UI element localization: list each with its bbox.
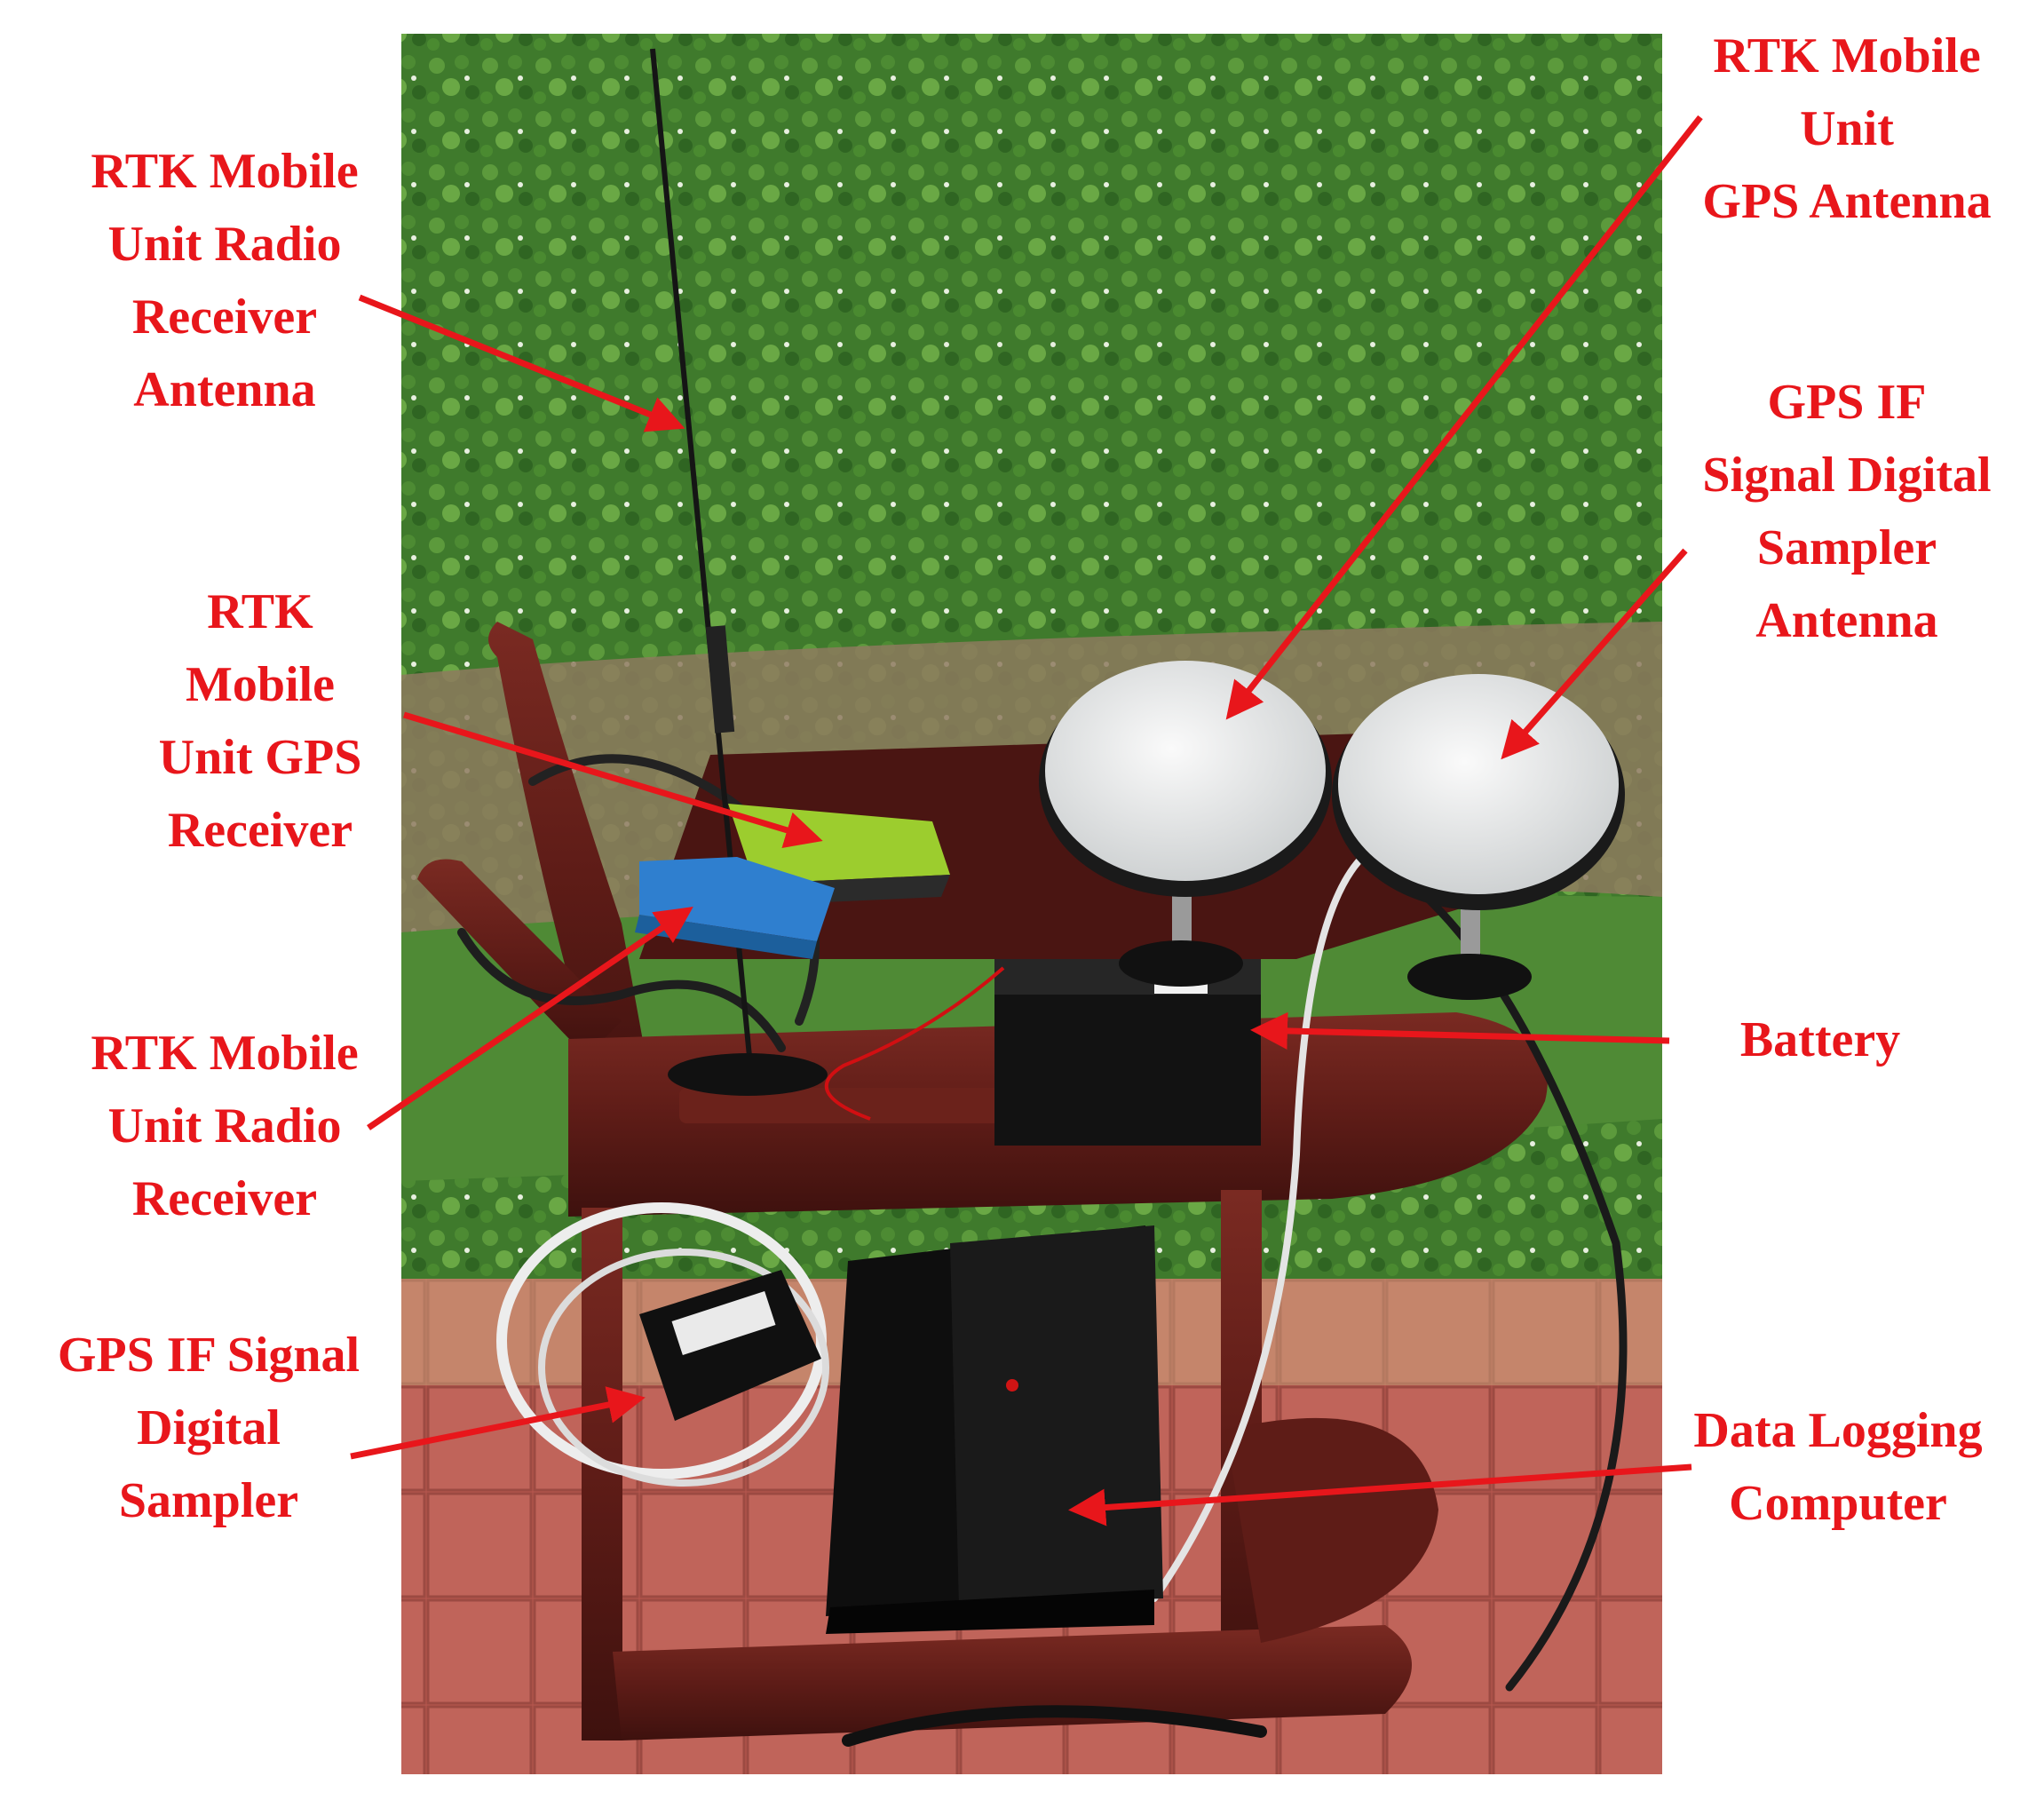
label-line: Unit GPS: [158, 730, 362, 785]
label-line: Unit: [1800, 101, 1894, 156]
label-line: Computer: [1729, 1476, 1947, 1531]
label-line: Antenna: [133, 362, 316, 417]
label-line: GPS IF Signal: [57, 1328, 360, 1383]
label-line: Sampler: [118, 1473, 299, 1528]
label-line: RTK Mobile: [91, 1026, 359, 1081]
label-line: Data Logging: [1693, 1403, 1983, 1458]
arrow-gps-antenna: [1225, 115, 1703, 720]
label-line: GPS Antenna: [1702, 174, 1992, 229]
label-line: RTK Mobile: [91, 144, 359, 199]
arrow-digital-sampler: [350, 1386, 646, 1460]
label-gps-antenna: RTK Mobile Unit GPS Antenna: [1660, 20, 2033, 238]
label-radio-receiver-antenna: RTK Mobile Unit Radio Receiver Antenna: [43, 135, 407, 426]
arrow-gps-receiver: [402, 711, 823, 849]
arrow-battery: [1250, 1011, 1670, 1050]
label-gps-receiver: RTK Mobile Unit GPS Receiver: [105, 575, 416, 867]
label-digital-sampler: GPS IF Signal Digital Sampler: [13, 1319, 404, 1537]
arrow-radio-receiver-antenna: [358, 294, 685, 432]
label-line: GPS IF: [1767, 375, 1927, 430]
arrow-sampler-antenna: [1501, 548, 1688, 760]
label-line: Unit Radio: [107, 1098, 342, 1154]
label-line: RTK: [207, 584, 313, 639]
label-line: Receiver: [131, 289, 318, 345]
label-line: Digital: [137, 1400, 281, 1455]
label-line: RTK Mobile: [1713, 28, 1981, 83]
label-data-logging-computer: Data Logging Computer: [1643, 1394, 2033, 1540]
label-sampler-antenna: GPS IF Signal Digital Sampler Antenna: [1660, 366, 2033, 657]
label-line: Battery: [1739, 1012, 1901, 1067]
label-line: Antenna: [1755, 593, 1938, 648]
label-line: Sampler: [1756, 520, 1937, 575]
digital-sampler-box: [639, 1270, 821, 1421]
gps-antenna-domes: [1039, 661, 1625, 1000]
label-line: Unit Radio: [107, 217, 342, 272]
label-battery: Battery: [1669, 1003, 1971, 1076]
label-line: Mobile: [186, 657, 335, 712]
label-line: Receiver: [167, 803, 353, 858]
label-line: Receiver: [131, 1171, 318, 1226]
arrow-data-logging-computer: [1068, 1463, 1692, 1526]
arrow-radio-receiver: [367, 907, 693, 1130]
label-line: Signal Digital: [1702, 448, 1992, 503]
label-radio-receiver: RTK Mobile Unit Radio Receiver: [43, 1017, 407, 1235]
